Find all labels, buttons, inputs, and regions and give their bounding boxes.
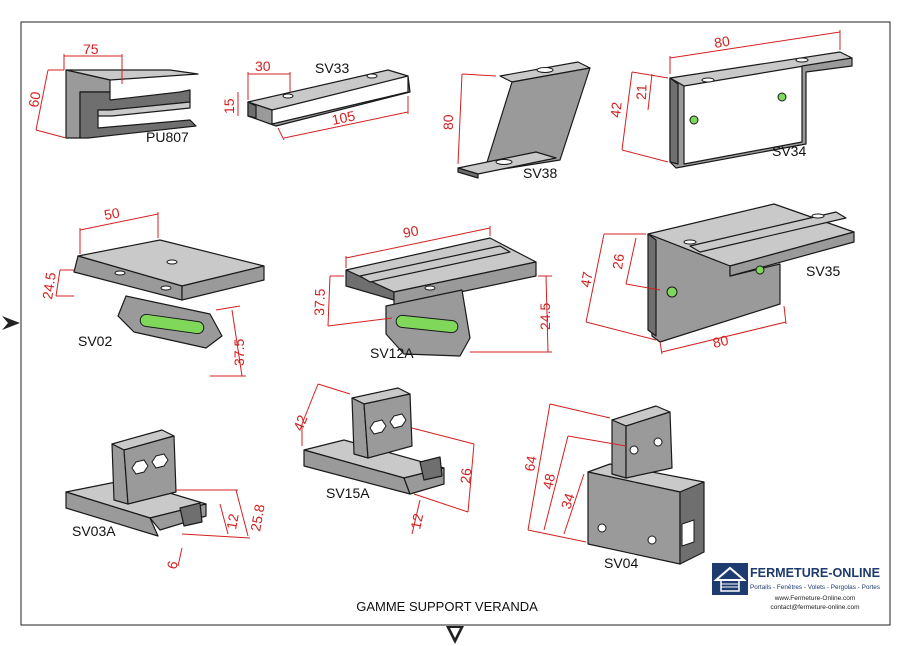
part-sv03a: 25.8 12 6 SV03A xyxy=(65,429,268,571)
brand-logo: FERMETURE-ONLINE Portails - Fenêtres - V… xyxy=(712,563,880,611)
logo-website[interactable]: www.Fermeture-Online.com xyxy=(774,595,856,602)
sv02-dim-width: 50 xyxy=(103,204,121,222)
sv15a-dim-height: 42 xyxy=(290,412,311,433)
logo-tagline: Portails - Fenêtres - Volets - Pergolas … xyxy=(750,585,880,591)
sv15a-dim-depth: 26 xyxy=(457,467,474,484)
sv04-dim-base: 34 xyxy=(558,491,578,511)
sv03a-dim-thickness: 6 xyxy=(163,559,181,571)
part-sv04: 64 48 34 SV04 xyxy=(521,403,705,571)
sv04-dim-middle: 48 xyxy=(539,472,558,491)
sv35-dim-width: 80 xyxy=(711,332,730,351)
sv12a-dim-height: 37.5 xyxy=(311,288,328,316)
sv34-dim-flange: 21 xyxy=(633,84,650,100)
sv35-dim-height: 47 xyxy=(577,270,595,288)
sv34-dim-width: 80 xyxy=(713,33,731,51)
drawing-frame xyxy=(20,21,891,626)
sv34-label: SV34 xyxy=(772,143,806,159)
logo-contact[interactable]: contact@fermeture-online.com xyxy=(771,604,860,611)
sv35-label: SV35 xyxy=(806,263,840,279)
sv33-label: SV33 xyxy=(315,60,349,76)
sv38-label: SV38 xyxy=(523,165,557,181)
part-sv33: 30 15 105 SV33 xyxy=(221,58,411,141)
part-sv38: 80 SV38 xyxy=(440,61,591,181)
part-sv12a: 90 37.5 24.5 SV12A xyxy=(311,222,553,361)
sv03a-label: SV03A xyxy=(72,523,116,539)
part-sv15a: 42 26 12 SV15A xyxy=(290,383,475,535)
sv15a-dim-slot: 12 xyxy=(407,512,426,531)
house-icon xyxy=(713,566,747,592)
pu807-dim-width: 75 xyxy=(83,41,99,57)
sv02-dim-height: 24.5 xyxy=(39,271,59,300)
sv33-dim-length: 105 xyxy=(330,107,356,128)
part-sv34: 80 21 42 SV34 xyxy=(607,30,853,169)
sv33-dim-width: 30 xyxy=(255,58,271,74)
sv12a-dim-depth: 24.5 xyxy=(537,303,553,330)
sv02-dim-depth: 37.5 xyxy=(231,339,247,366)
left-arrow-icon[interactable] xyxy=(2,316,20,330)
sv33-dim-height: 15 xyxy=(221,98,237,114)
sv03a-dim-total: 25.8 xyxy=(247,503,268,533)
pu807-dim-height: 60 xyxy=(25,90,43,108)
sv34-dim-height: 42 xyxy=(607,101,625,118)
pu807-label: PU807 xyxy=(146,129,189,145)
logo-brand: FERMETURE-ONLINE xyxy=(750,566,880,580)
part-sv02: 50 24.5 37.5 SV02 xyxy=(39,204,265,377)
sv35-dim-flange: 26 xyxy=(609,253,627,271)
sv02-label: SV02 xyxy=(78,333,112,349)
sv12a-label: SV12A xyxy=(370,345,414,361)
sv04-label: SV04 xyxy=(604,555,638,571)
sv15a-label: SV15A xyxy=(326,485,370,501)
sv38-dim-height: 80 xyxy=(440,114,456,130)
part-sv35: 26 47 80 SV35 xyxy=(577,203,855,355)
sv03a-dim-slot: 12 xyxy=(223,512,241,530)
drawing-title: GAMME SUPPORT VERANDA xyxy=(356,599,538,614)
part-pu807: 75 60 PU807 xyxy=(25,41,199,145)
sv12a-dim-width: 90 xyxy=(402,222,421,241)
sv04-dim-total: 64 xyxy=(521,454,539,472)
